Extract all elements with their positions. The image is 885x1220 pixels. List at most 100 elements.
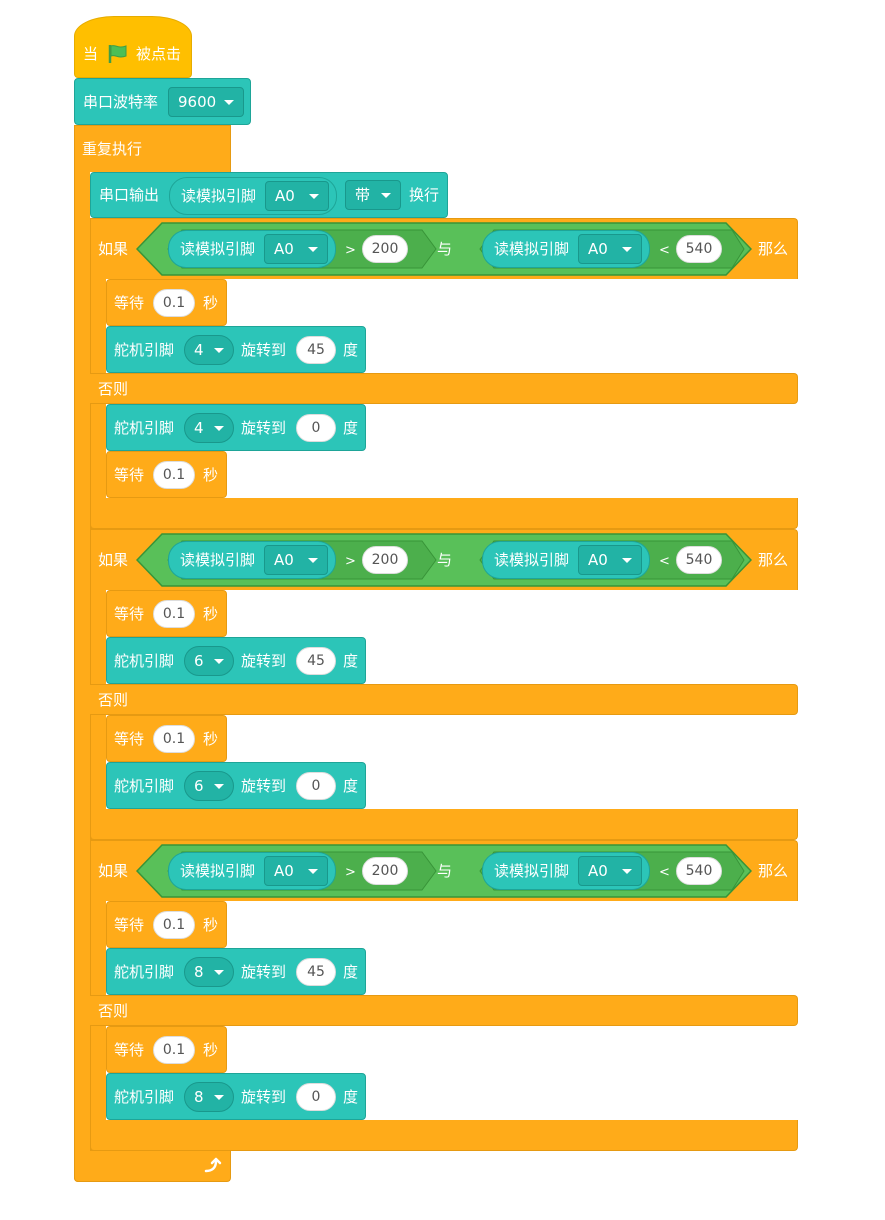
servo-rotate-block[interactable]: 舵机引脚 4 旋转到 0 度 (106, 404, 366, 451)
angle-input[interactable]: 0 (296, 1083, 336, 1111)
serial-output-reporter[interactable]: 读模拟引脚 A0 (169, 177, 337, 215)
else-branch: 舵机引脚 6 旋转到 0 度 等待 0.1 秒 (106, 715, 366, 809)
servo-pin-dropdown[interactable]: 6 (184, 646, 234, 676)
greater-than-sign: > (345, 243, 356, 258)
baud-dropdown[interactable]: 9600 (168, 87, 244, 117)
pin-dropdown[interactable]: A0 (578, 856, 642, 886)
if-else-block[interactable]: 如果 那么 否则 与 读模拟引脚 A0 > 200 读模拟引脚 A0 (90, 218, 798, 529)
angle-input[interactable]: 45 (296, 958, 336, 986)
chevron-down-icon (308, 247, 318, 252)
low-threshold-input[interactable]: 200 (362, 546, 408, 574)
angle-input[interactable]: 45 (296, 647, 336, 675)
when-flag-clicked-block[interactable]: 当 被点击 (74, 16, 192, 78)
pin-value: A0 (274, 240, 294, 258)
pin-dropdown[interactable]: A0 (265, 181, 329, 211)
pin-dropdown[interactable]: A0 (264, 234, 328, 264)
then-branch: 等待 0.1 秒 舵机引脚 8 旋转到 45 度 (106, 901, 366, 995)
high-threshold-input[interactable]: 540 (676, 857, 722, 885)
wait-unit-label: 秒 (203, 294, 219, 312)
servo-label: 舵机引脚 (114, 1088, 175, 1106)
serial-output-block[interactable]: 串口输出 读模拟引脚 A0 带 换行 (90, 172, 448, 218)
serial-output-label: 串口输出 (99, 186, 160, 204)
chevron-down-icon (308, 558, 318, 563)
wait-label: 等待 (114, 605, 145, 623)
else-branch: 舵机引脚 4 旋转到 0 度 等待 0.1 秒 (106, 404, 366, 498)
chevron-down-icon (622, 247, 632, 252)
servo-pin-dropdown[interactable]: 4 (184, 335, 234, 365)
wait-seconds-input[interactable]: 0.1 (153, 911, 195, 939)
wait-label: 等待 (114, 294, 145, 312)
high-threshold-input[interactable]: 540 (676, 235, 722, 263)
wait-unit-label: 秒 (203, 605, 219, 623)
serial-baud-block[interactable]: 串口波特率 9600 (74, 78, 251, 125)
wait-seconds-input[interactable]: 0.1 (153, 725, 195, 753)
servo-label: 舵机引脚 (114, 341, 175, 359)
read-analog-reporter[interactable]: 读模拟引脚 A0 (482, 852, 650, 890)
reporter-label: 读模拟引脚 (180, 862, 256, 880)
low-threshold-input[interactable]: 200 (362, 857, 408, 885)
read-analog-reporter[interactable]: 读模拟引脚 A0 (168, 852, 336, 890)
rotate-label: 旋转到 (241, 419, 287, 437)
chevron-down-icon (381, 193, 391, 198)
pin-dropdown[interactable]: A0 (264, 545, 328, 575)
servo-pin-dropdown[interactable]: 4 (184, 413, 234, 443)
angle-input[interactable]: 45 (296, 336, 336, 364)
angle-input[interactable]: 0 (296, 414, 336, 442)
read-analog-reporter[interactable]: 读模拟引脚 A0 (482, 230, 650, 268)
servo-rotate-block[interactable]: 舵机引脚 6 旋转到 0 度 (106, 762, 366, 809)
servo-pin-value: 6 (194, 652, 204, 670)
read-analog-reporter[interactable]: 读模拟引脚 A0 (168, 230, 336, 268)
pin-dropdown[interactable]: A0 (264, 856, 328, 886)
newline-mode-dropdown[interactable]: 带 (345, 180, 401, 210)
servo-label: 舵机引脚 (114, 652, 175, 670)
servo-rotate-block[interactable]: 舵机引脚 6 旋转到 45 度 (106, 637, 366, 684)
wait-seconds-input[interactable]: 0.1 (153, 289, 195, 317)
then-label: 那么 (758, 862, 789, 880)
if-label: 如果 (98, 240, 129, 258)
chevron-down-icon (224, 100, 234, 105)
reporter-label: 读模拟引脚 (494, 240, 570, 258)
wait-block[interactable]: 等待 0.1 秒 (106, 279, 227, 326)
wait-block[interactable]: 等待 0.1 秒 (106, 715, 227, 762)
rotate-label: 旋转到 (241, 963, 287, 981)
if-else-block[interactable]: 如果 那么 否则 与 读模拟引脚 A0 > 200 读模拟引脚 A0 (90, 529, 798, 840)
servo-label: 舵机引脚 (114, 419, 175, 437)
servo-rotate-block[interactable]: 舵机引脚 4 旋转到 45 度 (106, 326, 366, 373)
degree-label: 度 (343, 652, 359, 670)
read-analog-reporter[interactable]: 读模拟引脚 A0 (482, 541, 650, 579)
forever-block[interactable]: 重复执行 (74, 125, 231, 1182)
reporter-label: 读模拟引脚 (181, 187, 257, 205)
high-threshold-input[interactable]: 540 (676, 546, 722, 574)
degree-label: 度 (343, 1088, 359, 1106)
servo-label: 舵机引脚 (114, 777, 175, 795)
low-threshold-input[interactable]: 200 (362, 235, 408, 263)
pin-value: A0 (588, 240, 608, 258)
wait-block[interactable]: 等待 0.1 秒 (106, 1026, 227, 1073)
wait-block[interactable]: 等待 0.1 秒 (106, 590, 227, 637)
if-else-block[interactable]: 如果 那么 否则 与 读模拟引脚 A0 > 200 读模拟引脚 A0 (90, 840, 798, 1151)
else-label: 否则 (98, 691, 129, 709)
pin-dropdown[interactable]: A0 (578, 545, 642, 575)
degree-label: 度 (343, 419, 359, 437)
servo-rotate-block[interactable]: 舵机引脚 8 旋转到 0 度 (106, 1073, 366, 1120)
wait-seconds-input[interactable]: 0.1 (153, 461, 195, 489)
reporter-label: 读模拟引脚 (494, 551, 570, 569)
degree-label: 度 (343, 777, 359, 795)
less-than-sign: < (659, 554, 670, 569)
pin-dropdown[interactable]: A0 (578, 234, 642, 264)
servo-rotate-block[interactable]: 舵机引脚 8 旋转到 45 度 (106, 948, 366, 995)
servo-pin-value: 8 (194, 963, 204, 981)
servo-pin-dropdown[interactable]: 8 (184, 957, 234, 987)
chevron-down-icon (309, 194, 319, 199)
else-label: 否则 (98, 1002, 129, 1020)
pin-value: A0 (274, 862, 294, 880)
wait-block[interactable]: 等待 0.1 秒 (106, 451, 227, 498)
pin-value: A0 (274, 551, 294, 569)
wait-seconds-input[interactable]: 0.1 (153, 600, 195, 628)
wait-block[interactable]: 等待 0.1 秒 (106, 901, 227, 948)
servo-pin-dropdown[interactable]: 8 (184, 1082, 234, 1112)
servo-pin-dropdown[interactable]: 6 (184, 771, 234, 801)
wait-seconds-input[interactable]: 0.1 (153, 1036, 195, 1064)
angle-input[interactable]: 0 (296, 772, 336, 800)
read-analog-reporter[interactable]: 读模拟引脚 A0 (168, 541, 336, 579)
